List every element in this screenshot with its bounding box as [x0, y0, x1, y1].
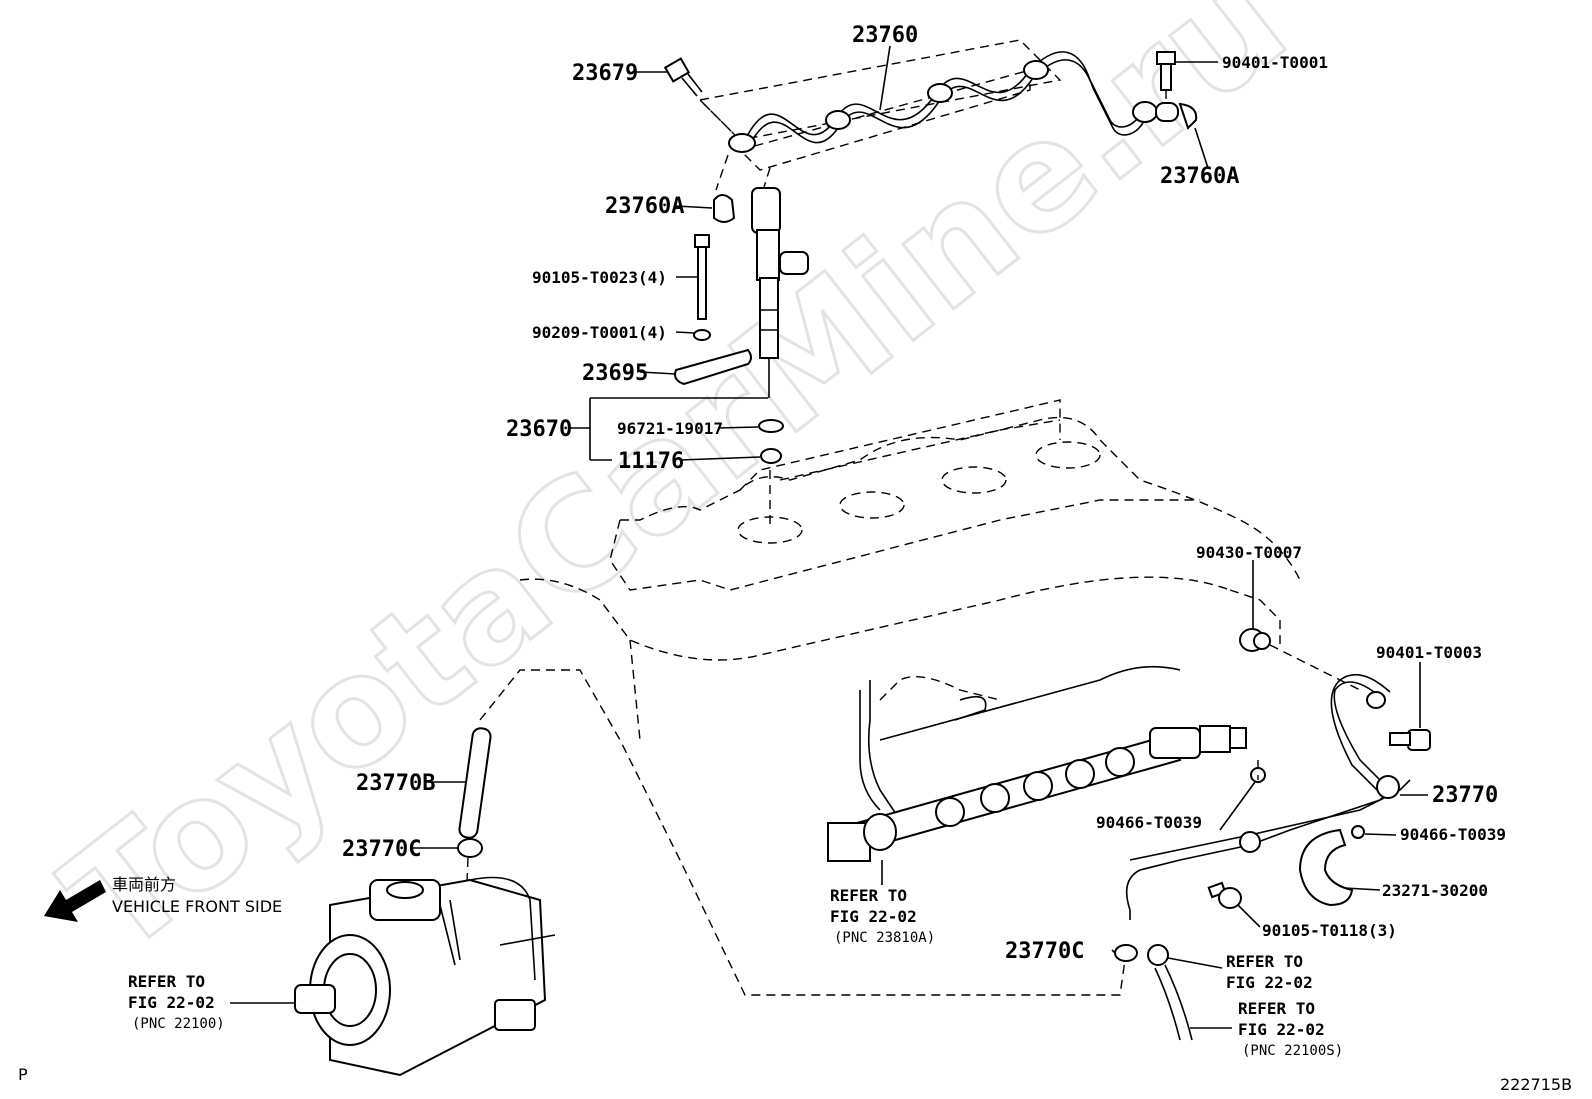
bolt-90105-T0118 [1207, 881, 1242, 909]
label-90430-T0007: 90430-T0007 [1196, 543, 1302, 562]
refer-hose-b-line1: REFER TO [1238, 999, 1315, 1018]
refer-hose-b-line2: FIG 22-02 [1238, 1020, 1325, 1039]
union-bolt-23679 [663, 57, 703, 97]
refer-rail-line2: FIG 22-02 [830, 907, 917, 926]
seal-11176 [760, 448, 782, 464]
refer-rail-line1: REFER TO [830, 886, 907, 905]
label-23760A-right: 23760A [1160, 164, 1239, 189]
o-ring-96721 [758, 419, 784, 433]
label-90401-T0001: 90401-T0001 [1222, 53, 1328, 72]
vehicle-front-en: VEHICLE FRONT SIDE [112, 897, 282, 916]
injector-23670 [751, 187, 809, 398]
clip-23770C-right [1114, 944, 1138, 962]
refer-pump-line2: FIG 22-02 [128, 993, 215, 1012]
label-90466-T0039-right: 90466-T0039 [1400, 825, 1506, 844]
label-23770B: 23770B [356, 771, 435, 796]
label-90105-T0023: 90105-T0023(4) [532, 268, 667, 287]
vehicle-front-arrow-icon [44, 880, 106, 922]
clamp-23695 [674, 348, 752, 386]
refer-hose-b-line3: (PNC 22100S) [1242, 1043, 1343, 1059]
pump-to-rail-dashed [479, 669, 1126, 996]
hose-23770B [458, 727, 492, 839]
bolt-90105-T0023 [693, 234, 711, 341]
clip-23770C-left [457, 838, 483, 858]
refer-rail: REFER TO FIG 22-02 (PNC 23810A) [830, 886, 935, 946]
bolt-90401-T0003 [1389, 729, 1431, 751]
corner-p: P [18, 1065, 28, 1084]
label-23670: 23670 [506, 417, 572, 442]
label-90466-T0039-left: 90466-T0039 [1096, 813, 1202, 832]
refer-pump-line1: REFER TO [128, 972, 205, 991]
clamp-23760A-left [713, 194, 736, 223]
label-23770C-left: 23770C [342, 837, 421, 862]
injection-pipe-assembly [698, 39, 1158, 201]
refer-pump-line3: (PNC 22100) [132, 1016, 225, 1032]
label-23760A-left: 23760A [605, 194, 684, 219]
refer-hose-a-line1: REFER TO [1226, 952, 1303, 971]
label-90105-T0118: 90105-T0118(3) [1262, 921, 1397, 940]
refer-hose-a-line2: FIG 22-02 [1226, 973, 1313, 992]
clip-90466-right [1351, 825, 1365, 839]
label-23770: 23770 [1432, 783, 1498, 808]
label-90209-T0001: 90209-T0001(4) [532, 323, 667, 342]
engine-block-outline [859, 665, 1181, 821]
label-11176: 11176 [618, 449, 684, 474]
return-hose [1154, 964, 1193, 1041]
figure-id: 222715B [1500, 1075, 1572, 1094]
refer-rail-line3: (PNC 23810A) [834, 930, 935, 946]
bolt-90401-T0001 [1155, 51, 1198, 130]
grommet-90430-T0007 [1239, 628, 1271, 652]
hose-clip-ref [1147, 944, 1169, 966]
watermark-text: ToyotaCarMine.ru [35, 0, 1317, 988]
label-23271-30200: 23271-30200 [1382, 881, 1488, 900]
label-90401-T0003: 90401-T0003 [1376, 643, 1482, 662]
engine-head-outline [519, 399, 1301, 741]
refer-hose-b: REFER TO FIG 22-02 (PNC 22100S) [1238, 999, 1343, 1059]
label-23679: 23679 [572, 61, 638, 86]
hose-23271-30200 [1298, 828, 1354, 907]
leader-lines [230, 45, 1428, 1029]
refer-pump: REFER TO FIG 22-02 (PNC 22100) [128, 972, 225, 1032]
supply-pump [294, 876, 556, 1077]
label-23695: 23695 [582, 361, 648, 386]
common-rail [827, 725, 1247, 862]
label-96721-19017: 96721-19017 [617, 419, 723, 438]
label-23760: 23760 [852, 23, 918, 48]
label-23770C-right: 23770C [1005, 939, 1084, 964]
fuel-pipe-23770 [1125, 673, 1411, 920]
refer-hose-a: REFER TO FIG 22-02 [1226, 952, 1313, 992]
vehicle-front-jp: 車両前方 [112, 875, 176, 894]
